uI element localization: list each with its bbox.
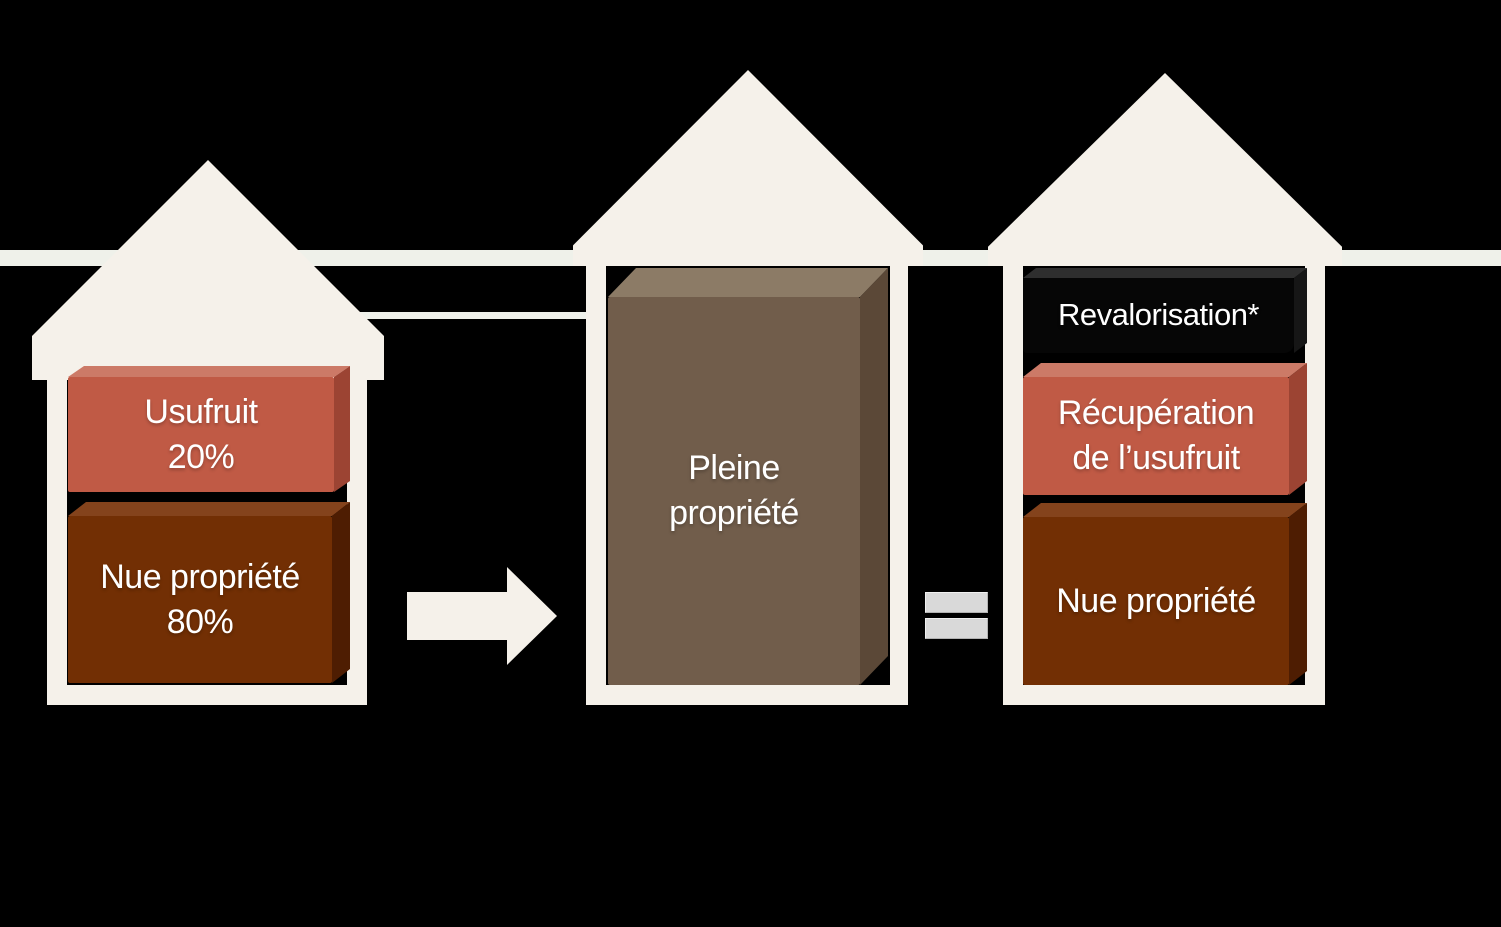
equals-bottom-bar bbox=[925, 618, 988, 639]
nue-propriete-label: Nue propriété bbox=[1056, 581, 1256, 620]
pleine-propriete-label-line2: propriété bbox=[669, 494, 799, 532]
recuperation-label-line1: Récupération bbox=[1057, 394, 1255, 433]
left-house-roof bbox=[32, 160, 384, 380]
revalorisation-block: Revalorisation* bbox=[1023, 268, 1307, 353]
nue-propriete-block: Nue propriété bbox=[1023, 503, 1307, 685]
right-house-roof bbox=[988, 73, 1342, 266]
recuperation-face: Récupération de l’usufruit bbox=[1023, 377, 1289, 495]
recuperation-usufruit-block: Récupération de l’usufruit bbox=[1023, 363, 1307, 495]
nue-propriete-80-label: Nue propriété bbox=[100, 557, 300, 596]
pleine-propriete-face: Pleine propriété bbox=[608, 297, 860, 685]
nue-propriete-80-face: Nue propriété 80% bbox=[68, 516, 332, 683]
equals-sign-icon bbox=[925, 592, 988, 639]
left-house-frame bbox=[47, 374, 367, 705]
nue-propriete-80-percentage: 80% bbox=[166, 602, 234, 641]
usufruit-percentage: 20% bbox=[167, 437, 235, 476]
revalorisation-label: Revalorisation* bbox=[1058, 297, 1260, 333]
pleine-propriete-block: Pleine propriété bbox=[608, 268, 888, 685]
revalorisation-face: Revalorisation* bbox=[1023, 278, 1294, 353]
usufruit-block-face: Usufruit 20% bbox=[68, 377, 334, 492]
nue-propriete-face: Nue propriété bbox=[1023, 517, 1289, 685]
right-house-frame bbox=[1003, 255, 1325, 705]
recuperation-label-line2: de l’usufruit bbox=[1072, 439, 1240, 477]
connector-line bbox=[353, 312, 593, 319]
right-arrow-icon bbox=[407, 567, 557, 665]
equals-top-bar bbox=[925, 592, 988, 613]
middle-house-roof bbox=[573, 70, 923, 266]
usufruit-block: Usufruit 20% bbox=[68, 366, 350, 492]
middle-house-frame bbox=[586, 252, 908, 705]
usufruit-label: Usufruit bbox=[144, 392, 258, 431]
pleine-propriete-label-line1: Pleine bbox=[688, 449, 780, 488]
nue-propriete-80-block: Nue propriété 80% bbox=[68, 502, 350, 683]
